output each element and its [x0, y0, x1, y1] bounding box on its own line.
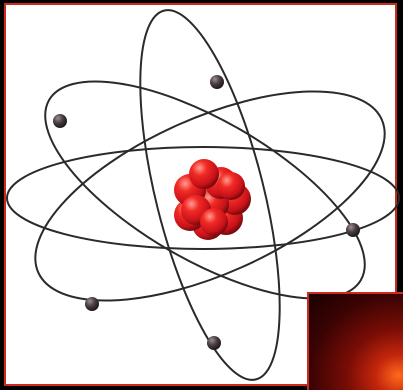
electron — [207, 336, 221, 350]
nucleus-particle — [200, 208, 228, 236]
electron — [53, 114, 67, 128]
corner-thumbnail — [307, 292, 403, 390]
nucleus-particle — [217, 172, 245, 200]
electron — [346, 223, 360, 237]
nucleus — [174, 159, 251, 240]
electron — [85, 297, 99, 311]
nucleus-particle — [189, 159, 219, 189]
electron — [210, 75, 224, 89]
